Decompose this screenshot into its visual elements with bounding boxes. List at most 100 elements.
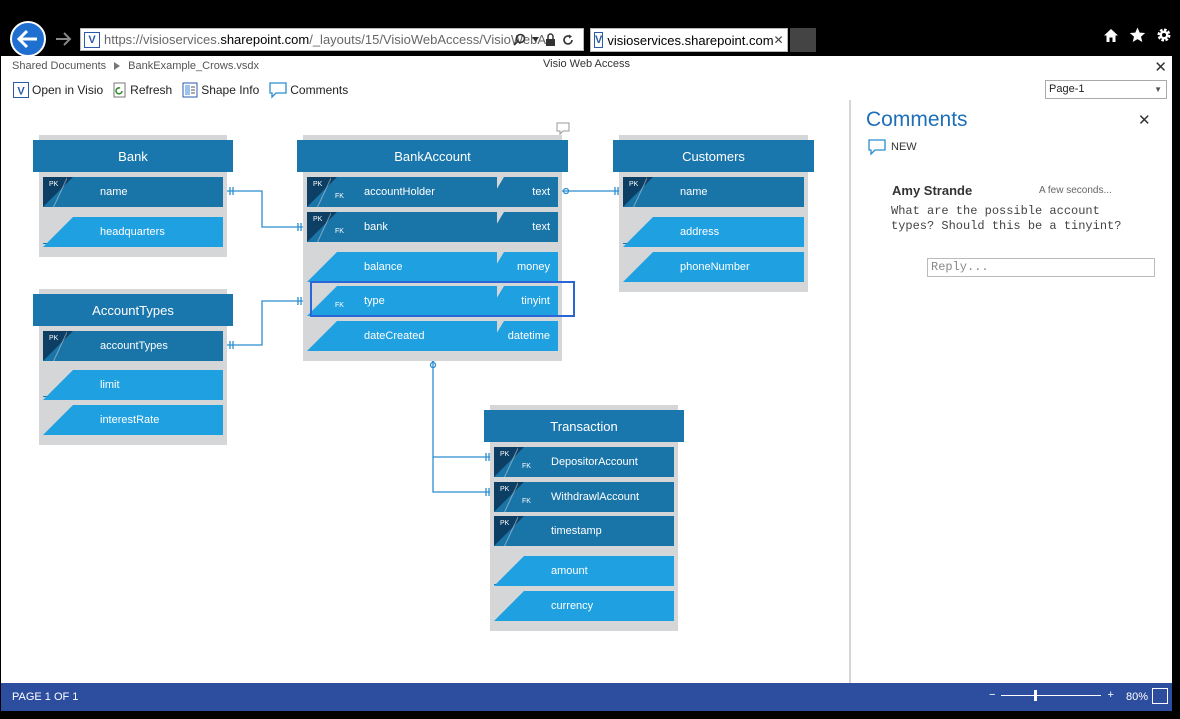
row-label: accountHolder: [364, 186, 435, 198]
connector-withdrawl: [432, 457, 492, 493]
star-icon[interactable]: [1129, 27, 1146, 43]
browser-chrome: V https://visioservices.sharepoint.com/_…: [0, 0, 1180, 57]
entity-row-timestamp[interactable]: PK timestamp: [494, 516, 674, 546]
comments-button[interactable]: Comments: [269, 82, 348, 99]
tab-close-icon[interactable]: ✕: [773, 33, 784, 47]
refresh-label: Refresh: [130, 83, 173, 97]
row-name-cell: [307, 177, 497, 207]
svg-text:V: V: [17, 86, 25, 98]
entity-row-limit[interactable]: limit: [43, 370, 223, 400]
shape-info-icon: [182, 82, 198, 98]
row-name-cell: [494, 591, 674, 621]
visio-favicon-icon: V: [84, 31, 100, 48]
row-label: timestamp: [551, 525, 602, 537]
forward-button[interactable]: [52, 27, 74, 51]
entity-header[interactable]: Customers: [613, 140, 814, 172]
visio-web-access-page: Shared Documents BankExample_Crows.vsdx …: [1, 56, 1172, 683]
zoom-out-button[interactable]: −: [989, 689, 996, 701]
chevron-down-icon: ▼: [1154, 85, 1162, 94]
close-icon[interactable]: ✕: [1154, 59, 1167, 76]
pk-badge: PK: [313, 216, 323, 223]
new-comment-button[interactable]: NEW: [868, 139, 917, 156]
row-label: name: [680, 186, 708, 198]
zoom-slider-thumb[interactable]: [1034, 689, 1038, 701]
row-name-cell: [307, 286, 497, 316]
new-comment-label: NEW: [891, 141, 917, 153]
home-icon[interactable]: [1103, 28, 1119, 43]
crows-foot-one-icon: [229, 341, 234, 349]
row-name-cell: [307, 212, 497, 242]
entity-row-interestRate[interactable]: interestRate: [43, 405, 223, 435]
row-type: datetime: [507, 330, 550, 342]
page-selector[interactable]: Page-1 ▼: [1045, 80, 1167, 99]
comment-time: A few seconds...: [1039, 185, 1112, 196]
arrow-right-icon: [56, 32, 72, 46]
refresh-icon[interactable]: [562, 34, 574, 46]
crows-foot-zero-icon: [562, 187, 570, 195]
crows-foot-zero-icon: [429, 361, 437, 369]
url-text[interactable]: https://visioservices.sharepoint.com/_la…: [104, 32, 546, 47]
pk-badge: PK: [629, 181, 639, 188]
lock-icon[interactable]: [545, 33, 556, 46]
entity-header[interactable]: AccountTypes: [33, 294, 233, 326]
toolbar: V Open in Visio Refresh Shape Info Comme…: [13, 82, 348, 99]
search-icon[interactable]: [513, 33, 526, 46]
row-label: name: [100, 186, 128, 198]
selection-outline: [310, 281, 575, 317]
row-type-cell: tinyint: [486, 286, 558, 316]
entity-header[interactable]: BankAccount: [297, 140, 568, 172]
comment-icon: [868, 139, 886, 156]
pk-badge: PK: [500, 520, 510, 527]
reply-input[interactable]: Reply...: [927, 258, 1155, 277]
tab-title: visioservices.sharepoint.com: [607, 32, 774, 48]
close-comments-icon[interactable]: ✕: [1138, 112, 1151, 129]
row-label: balance: [364, 261, 403, 273]
row-label: interestRate: [100, 414, 160, 426]
page-count: PAGE 1 OF 1: [12, 691, 79, 703]
status-bar: PAGE 1 OF 1 − + 80%: [1, 683, 1172, 711]
open-in-visio-button[interactable]: V Open in Visio: [13, 82, 103, 98]
back-button[interactable]: [10, 21, 46, 57]
breadcrumb-shared-documents[interactable]: Shared Documents: [12, 60, 107, 72]
refresh-button[interactable]: Refresh: [113, 82, 172, 98]
row-label: type: [364, 295, 385, 307]
pk-badge: PK: [313, 181, 323, 188]
pk-badge: PK: [500, 486, 510, 493]
zoom-in-button[interactable]: +: [1107, 689, 1114, 701]
dropdown-icon[interactable]: [532, 37, 539, 42]
entity-row-headquarters[interactable]: headquarters: [43, 217, 223, 247]
comment-marker-icon[interactable]: [556, 122, 570, 136]
connector-accounttypes: [225, 300, 305, 346]
address-bar[interactable]: V https://visioservices.sharepoint.com/_…: [80, 28, 584, 51]
panel-divider[interactable]: [849, 100, 851, 683]
entity-header[interactable]: Transaction: [484, 410, 684, 442]
entity-header[interactable]: Bank: [33, 140, 233, 172]
row-label: currency: [551, 600, 594, 612]
browser-tab[interactable]: V visioservices.sharepoint.com ✕: [590, 28, 788, 52]
shape-info-button[interactable]: Shape Info: [182, 82, 259, 98]
entity-row-phoneNumber[interactable]: phoneNumber: [623, 252, 804, 282]
crows-foot-one-icon: [485, 488, 490, 496]
entity-row-currency[interactable]: currency: [494, 591, 674, 621]
entity-row-amount[interactable]: amount: [494, 556, 674, 586]
new-tab-button[interactable]: [790, 28, 816, 52]
row-label: limit: [100, 379, 120, 391]
fit-to-window-icon[interactable]: [1152, 688, 1168, 704]
row-name-cell: [43, 405, 223, 435]
entity-row-name[interactable]: PK name: [623, 177, 804, 207]
visio-favicon-icon: V: [594, 32, 604, 48]
breadcrumb-file[interactable]: BankExample_Crows.vsdx: [128, 60, 260, 72]
gear-icon[interactable]: [1156, 27, 1172, 43]
entity-row-address[interactable]: address: [623, 217, 804, 247]
zoom-slider[interactable]: [1001, 689, 1102, 701]
